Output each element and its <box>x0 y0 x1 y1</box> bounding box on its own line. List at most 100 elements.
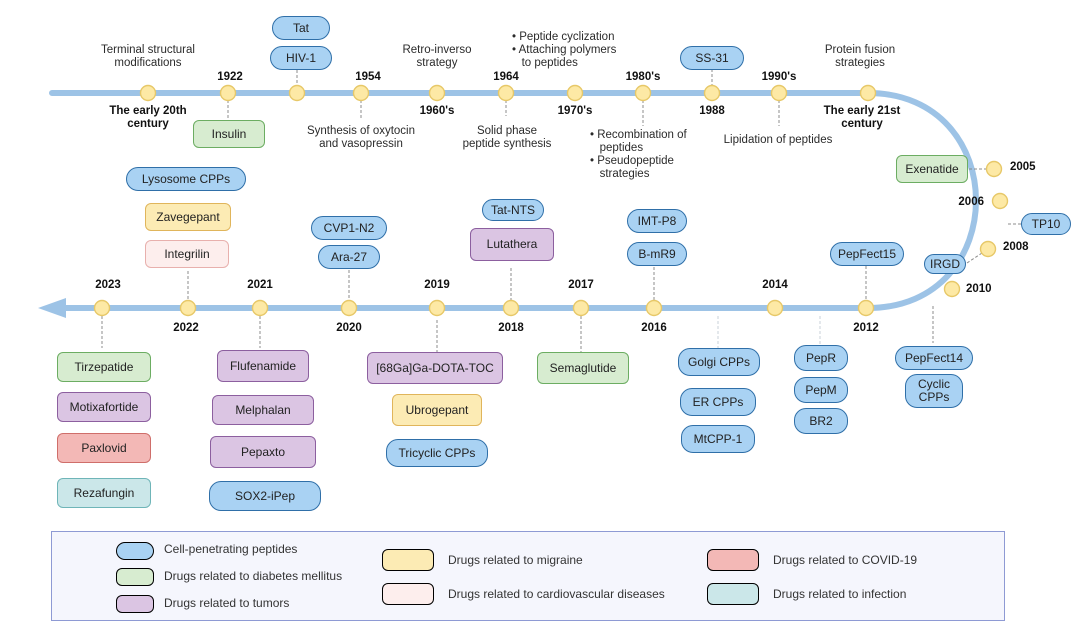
peptide-box: Tricyclic CPPs <box>386 439 488 467</box>
legend-swatch-cpp <box>116 542 154 560</box>
year-label: 1922 <box>217 71 243 83</box>
legend-swatch-migraine <box>382 549 434 571</box>
drug-box: [68Ga]Ga-DOTA-TOC <box>367 352 503 384</box>
legend-label: Drugs related to infection <box>773 587 907 601</box>
year-label: 2020 <box>336 322 362 334</box>
drug-box: Motixafortide <box>57 392 151 422</box>
year-label: 2005 <box>1010 161 1036 173</box>
drug-box: Exenatide <box>896 155 968 183</box>
year-label: 1954 <box>355 71 381 83</box>
timeline-dot <box>991 192 1009 210</box>
event-text: Terminal structural modifications <box>101 44 195 69</box>
year-label: 2014 <box>762 279 788 291</box>
year-label: 2012 <box>853 322 879 334</box>
timeline-dot <box>766 299 784 317</box>
year-label: 1980's <box>625 71 661 83</box>
drug-box: Zavegepant <box>145 203 231 231</box>
legend-label: Cell-penetrating peptides <box>164 542 298 556</box>
timeline-dot <box>219 84 237 102</box>
peptide-box: HIV-1 <box>270 46 332 70</box>
legend-swatch-cardio <box>382 583 434 605</box>
peptide-box: Golgi CPPs <box>678 348 760 376</box>
peptide-box: PepM <box>794 377 848 403</box>
peptide-box: SOX2-iPep <box>209 481 321 511</box>
timeline-dot <box>943 280 961 298</box>
year-label: 2023 <box>95 279 121 291</box>
drug-box: Lutathera <box>470 228 554 261</box>
timeline-dot <box>979 240 997 258</box>
peptide-box: PepFect14 <box>895 346 973 370</box>
event-text: • Peptide cyclization • Attaching polyme… <box>512 31 617 69</box>
year-label: 2021 <box>247 279 273 291</box>
timeline-dot <box>93 299 111 317</box>
year-label: 2008 <box>1003 241 1029 253</box>
timeline-dot <box>572 299 590 317</box>
timeline-dot <box>857 299 875 317</box>
timeline-dot <box>985 160 1003 178</box>
legend-swatch-tumors <box>116 595 154 613</box>
timeline-dot <box>340 299 358 317</box>
peptide-box: Lysosome CPPs <box>126 167 246 191</box>
peptide-box: PepR <box>794 345 848 371</box>
year-label: 2018 <box>498 322 524 334</box>
timeline-dot <box>352 84 370 102</box>
year-label: 2016 <box>641 322 667 334</box>
year-label: 2010 <box>966 283 992 295</box>
peptide-box: Tat <box>272 16 330 40</box>
drug-box: Paxlovid <box>57 433 151 463</box>
drug-box: Melphalan <box>212 395 314 425</box>
timeline-dot <box>251 299 269 317</box>
timeline-dot <box>428 299 446 317</box>
peptide-box: CVP1-N2 <box>311 216 387 240</box>
legend-swatch-infection <box>707 583 759 605</box>
peptide-box: IMT-P8 <box>627 209 687 233</box>
timeline-dot <box>428 84 446 102</box>
legend-swatch-covid <box>707 549 759 571</box>
peptide-box: Ara-27 <box>318 245 380 269</box>
legend-label: Drugs related to cardiovascular diseases <box>448 587 665 601</box>
timeline-dot <box>139 84 157 102</box>
event-text: Synthesis of oxytocin and vasopressin <box>306 125 416 150</box>
peptide-box: TP10 <box>1021 213 1071 235</box>
year-label: 2019 <box>424 279 450 291</box>
peptide-box: BR2 <box>794 408 848 434</box>
peptide-box: ER CPPs <box>680 388 756 416</box>
year-label: 1960's <box>419 105 455 117</box>
timeline-path <box>49 90 979 311</box>
event-text: Retro-inverso strategy <box>402 44 472 69</box>
drug-box: Semaglutide <box>537 352 629 384</box>
year-label: 1964 <box>493 71 519 83</box>
year-label: 1988 <box>699 105 725 117</box>
legend-label: Drugs related to COVID-19 <box>773 553 918 567</box>
timeline-dot <box>703 84 721 102</box>
timeline-dot <box>634 84 652 102</box>
peptide-box: IRGD <box>924 254 966 274</box>
legend-label: Drugs related to diabetes mellitus <box>164 569 343 583</box>
timeline-dot <box>566 84 584 102</box>
legend: Cell-penetrating peptides Drugs related … <box>51 531 1005 621</box>
event-text: Protein fusion strategies <box>824 44 896 69</box>
event-text: Lipidation of peptides <box>723 134 833 146</box>
era-label: The early 21st century <box>823 105 901 130</box>
drug-box: Tirzepatide <box>57 352 151 382</box>
year-label: 2017 <box>568 279 594 291</box>
event-text: • Recombination of peptides • Pseudopept… <box>590 129 687 180</box>
peptide-box: SS-31 <box>680 46 744 70</box>
era-label: The early 20th century <box>109 105 187 130</box>
drug-box: Pepaxto <box>210 436 316 468</box>
timeline-dot <box>497 84 515 102</box>
leader-line <box>966 252 983 264</box>
timeline-dot <box>288 84 306 102</box>
timeline-dot <box>502 299 520 317</box>
drug-box: Integrilin <box>145 240 229 268</box>
timeline-dot <box>859 84 877 102</box>
legend-label: Drugs related to migraine <box>448 553 583 567</box>
drug-box: Insulin <box>193 120 265 148</box>
drug-box: Rezafungin <box>57 478 151 508</box>
drug-box: Ubrogepant <box>392 394 482 426</box>
timeline-dot <box>770 84 788 102</box>
year-label: 1970's <box>557 105 593 117</box>
peptide-box: Tat-NTS <box>482 199 544 221</box>
legend-label: Drugs related to tumors <box>164 596 290 610</box>
